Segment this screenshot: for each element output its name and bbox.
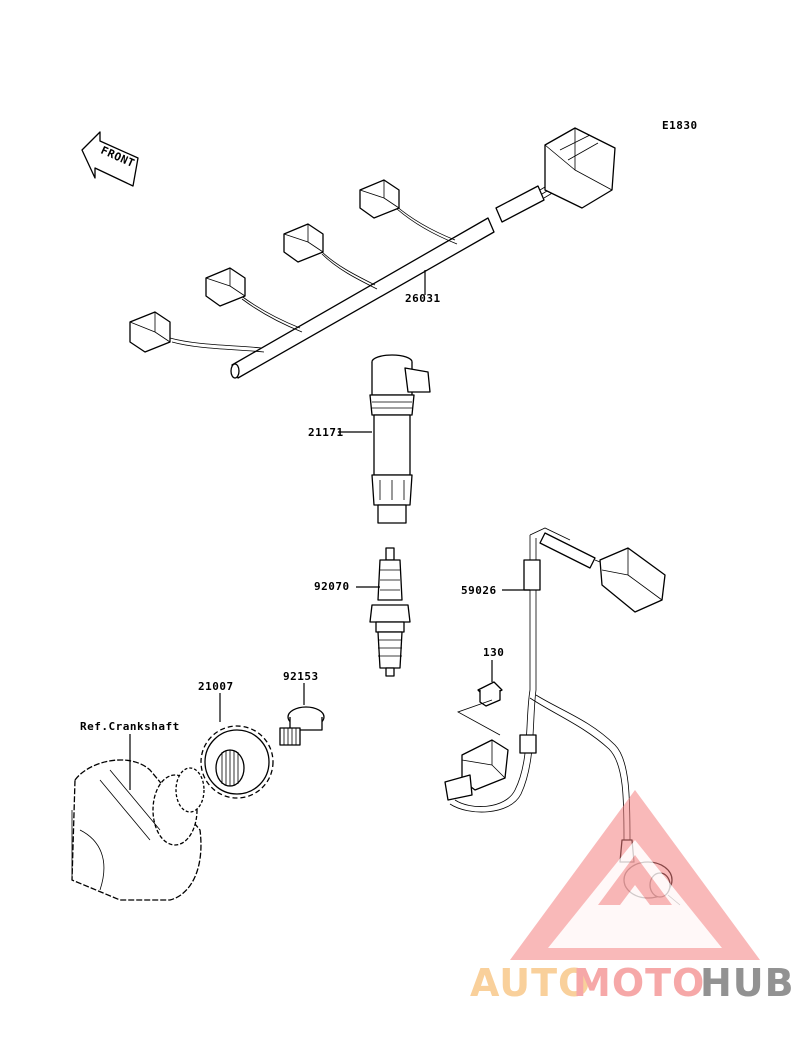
watermark-logo: AUTO MOTO HUB bbox=[470, 790, 795, 1005]
diagram-code: E1830 bbox=[662, 119, 698, 132]
timing-rotor bbox=[200, 725, 274, 799]
ignition-coil bbox=[369, 354, 431, 524]
watermark-part3: HUB bbox=[700, 961, 795, 1005]
rotor-bolt bbox=[279, 706, 325, 746]
spark-plug bbox=[369, 547, 411, 677]
label-21007: 21007 bbox=[198, 680, 234, 693]
wiring-harness bbox=[129, 127, 616, 379]
watermark-part1: AUTO bbox=[470, 961, 591, 1005]
label-26031: 26031 bbox=[405, 292, 441, 305]
label-21171: 21171 bbox=[308, 426, 344, 439]
label-92153: 92153 bbox=[283, 670, 319, 683]
label-crankshaft: Ref.Crankshaft bbox=[80, 720, 180, 733]
label-92070: 92070 bbox=[314, 580, 350, 593]
small-bolt bbox=[477, 681, 503, 707]
watermark-part2: MOTO bbox=[573, 961, 705, 1005]
front-arrow-icon: FRONT bbox=[81, 131, 139, 187]
label-130: 130 bbox=[483, 646, 504, 659]
crankshaft-reference bbox=[71, 759, 205, 901]
label-59026: 59026 bbox=[461, 584, 497, 597]
